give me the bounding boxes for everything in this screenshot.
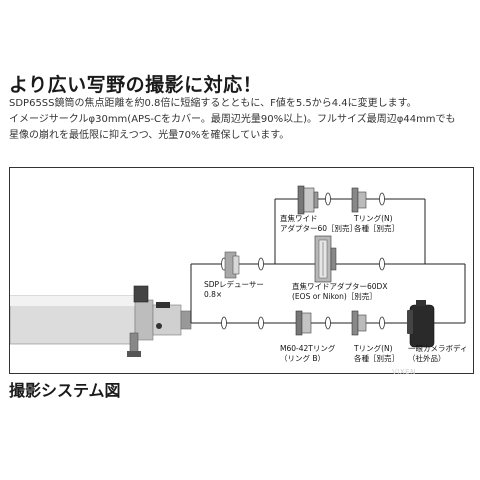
system-diagram: SDPレデューサー 0.8× 直焦ワイド アダプター60［別売］ Tリング(N)… <box>9 167 474 374</box>
wide-adapter-60-icon <box>297 185 319 215</box>
footer-title: 撮影システム図 <box>9 381 121 400</box>
m60-ring-label: M60-42Tリング （リング B） <box>280 344 336 363</box>
system-diagram-drawing <box>10 185 466 357</box>
wide-adapter-60dx-label: 直焦ワイドアダプター60DX (EOS or Nikon)［別売］ <box>292 282 388 301</box>
camera-body-label: 一眼カメラボディ （社外品） <box>408 344 468 363</box>
wide-adapter-60dx-icon <box>314 235 337 283</box>
description-line: イメージサークルφ30mm(APS-Cをカバー。最周辺光量90%以上)。フルサイ… <box>9 114 456 125</box>
wide-adapter-60-label: 直焦ワイド アダプター60［別売］ <box>280 214 358 233</box>
telescope-icon <box>10 285 192 357</box>
t-ring-top-label: Tリング(N) 各種［別売］ <box>354 214 399 233</box>
description-line: SDP65SS鏡筒の焦点距離を約0.8倍に短縮するとともに、F値を5.5から4.… <box>9 98 417 109</box>
watermark-logo: VIXEN <box>392 368 416 376</box>
camera-body-icon <box>407 300 435 348</box>
reducer-icon <box>224 251 240 279</box>
description: SDP65SS鏡筒の焦点距離を約0.8倍に短縮するとともに、F値を5.5から4.… <box>9 96 475 144</box>
reducer-label: SDPレデューサー 0.8× <box>204 280 264 299</box>
t-ring-top-icon <box>351 187 367 213</box>
description-line: 星像の崩れを最低限に抑えつつ、光量70%を確保しています。 <box>9 130 290 141</box>
headline: より広い写野の撮影に対応！ <box>9 74 263 96</box>
t-ring-bottom-label: Tリング(N) 各種［別売］ <box>354 344 399 363</box>
t-ring-bottom-icon <box>351 310 367 336</box>
m60-ring-icon <box>295 310 312 336</box>
